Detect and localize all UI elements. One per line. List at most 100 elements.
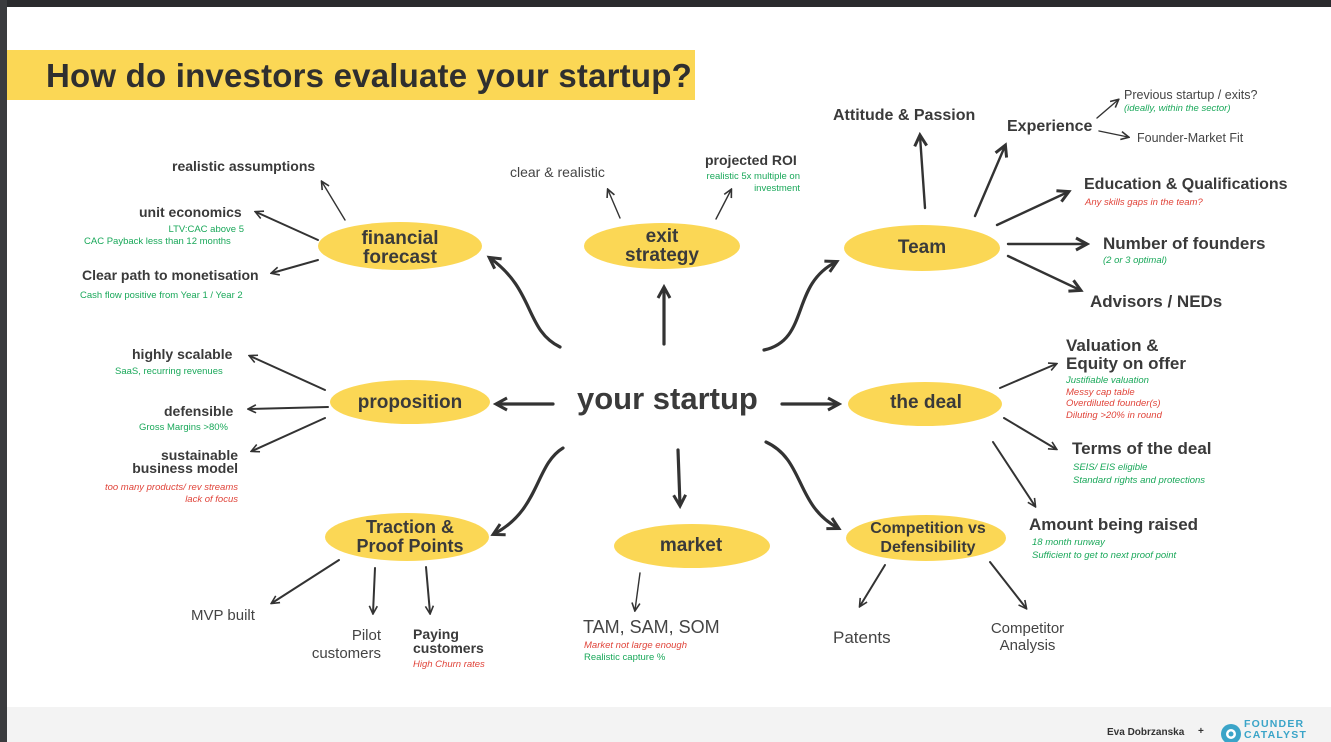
deal-val-note2: Messy cap table (1066, 386, 1135, 398)
node-competition: Competition vs Defensibility (855, 519, 1001, 557)
proposition-sustainable-line1: sustainable (160, 447, 238, 463)
arrow-prev (1096, 100, 1118, 119)
arrow-valuation (999, 364, 1056, 389)
node-financial-line1: financial (361, 228, 439, 249)
traction-mvp: MVP built (191, 607, 255, 624)
node-deal: the deal (890, 392, 962, 413)
arrow-to-market (678, 448, 680, 505)
team-education: Education & Qualifications (1084, 176, 1288, 193)
deal-valuation: Valuation & Equity on offer (1066, 337, 1186, 373)
exit-roi: projected ROI (705, 152, 797, 168)
deal-amount: Amount being raised (1029, 515, 1199, 534)
arrow-advisors (1006, 254, 1080, 290)
arrow-to-competition (764, 440, 838, 528)
arrow-clear (608, 190, 621, 219)
arrow-roi (715, 190, 731, 220)
financial-highlight (318, 222, 482, 270)
proposition-sustainable: sustainable business model (100, 447, 238, 476)
team-advisors: Advisors / NEDs (1090, 292, 1223, 311)
footer-author: Eva Dobrzanska (1107, 727, 1185, 738)
main-arrows (490, 258, 838, 534)
competition-competitor-line2: Analysis (999, 637, 1056, 654)
arrow-monetisation (272, 259, 319, 273)
team-attitude: Attitude & Passion (833, 107, 976, 124)
proposition-defensible-note: Gross Margins >80% (139, 422, 228, 433)
deal-valuation-line1: Valuation & (1066, 336, 1159, 355)
top-bar (0, 0, 1331, 7)
arrow-tam (635, 572, 641, 610)
node-financial: financial forecast (335, 229, 465, 267)
node-traction-line2: Proof Points (356, 536, 464, 556)
deal-amount-note1: 18 month runway (1032, 537, 1105, 548)
team-experience: Experience (1007, 118, 1093, 135)
arrow-unit (256, 212, 319, 241)
arrow-paying (426, 566, 430, 613)
traction-highlight (325, 513, 489, 561)
deal-val-note4: Diluting >20% in round (1066, 409, 1162, 421)
proposition-sustainable-note: too many products/ rev streams lack of f… (80, 482, 238, 506)
node-proposition: proposition (357, 392, 463, 413)
financial-unit-note2: CAC Payback less than 12 months (84, 236, 231, 247)
arrow-pilot (373, 567, 375, 613)
arrow-competitor (989, 561, 1026, 608)
node-highlights (318, 222, 1006, 568)
node-competition-line2: Defensibility (880, 539, 976, 556)
arrow-defensible (249, 407, 329, 409)
team-prev: Previous startup / exits? (1124, 88, 1258, 102)
competition-patents: Patents (833, 628, 891, 647)
traction-paying-line2: customers (413, 640, 484, 656)
deal-amount-note2: Sufficient to get to next proof point (1032, 549, 1177, 561)
node-exit-line1: exit (645, 226, 679, 247)
left-bar (0, 0, 7, 742)
team-founders: Number of founders (1103, 234, 1266, 253)
traction-pilot: Pilot customers (300, 627, 381, 663)
team-highlight (844, 225, 1000, 271)
deal-terms-note1: SEIS/ EIS eligible (1073, 462, 1148, 473)
exit-roi-note1: realistic 5x multiple on (706, 171, 800, 182)
footer (7, 707, 1331, 742)
deal-val-note3: Overdiluted founder(s) (1066, 398, 1161, 409)
financial-unit-economics: unit economics (139, 204, 242, 220)
market-highlight (614, 524, 770, 568)
medium-arrows (249, 212, 1056, 613)
financial-unit-note1: LTV:CAC above 5 (168, 224, 244, 235)
arrow-terms (1003, 417, 1056, 449)
team-fmf: Founder-Market Fit (1137, 131, 1244, 145)
competition-competitor: Competitor Analysis (980, 620, 1075, 654)
node-exit: exit strategy (597, 227, 727, 265)
arrow-amount (992, 441, 1035, 506)
deal-valuation-line2: Equity on offer (1066, 354, 1186, 373)
proposition-sustainable-note2: lack of focus (185, 494, 238, 505)
arrow-attitude (920, 136, 925, 210)
deal-terms: Terms of the deal (1072, 439, 1212, 458)
financial-monetisation: Clear path to monetisation (82, 267, 259, 283)
arrow-to-financial (490, 258, 562, 349)
competition-highlight (846, 515, 1006, 561)
logo-line1: FOUNDER (1244, 718, 1305, 730)
proposition-scalable-note: SaaS, recurring revenues (115, 366, 223, 377)
arrow-scalable (250, 356, 326, 391)
node-market: market (659, 535, 723, 556)
title-highlight (7, 50, 695, 100)
deal-terms-note2: Standard rights and protections (1073, 474, 1206, 486)
deal-terms-notes: SEIS/ EIS eligible Standard rights and p… (1073, 462, 1205, 487)
proposition-sustainable-line2: business model (132, 460, 238, 476)
node-team: Team (897, 237, 947, 258)
competition-competitor-line1: Competitor (990, 620, 1065, 637)
traction-paying: Paying customers (413, 627, 484, 655)
arrow-realistic (322, 182, 346, 221)
deal-highlight (848, 382, 1002, 426)
team-arrows (920, 136, 1086, 290)
exit-highlight (584, 223, 740, 269)
proposition-sustainable-note1: too many products/ rev streams (104, 482, 238, 493)
market-tam-note1: Market not large enough (584, 640, 687, 651)
proposition-scalable: highly scalable (132, 346, 233, 362)
market-tam: TAM, SAM, SOM (583, 617, 720, 637)
node-traction-line1: Traction & (365, 517, 454, 537)
team-prev-note: (ideally, within the sector) (1124, 103, 1231, 114)
thin-arrows (322, 100, 1128, 610)
traction-paying-note: High Churn rates (413, 659, 485, 670)
arrow-mvp (272, 559, 340, 603)
market-tam-note2: Realistic capture % (584, 652, 666, 663)
